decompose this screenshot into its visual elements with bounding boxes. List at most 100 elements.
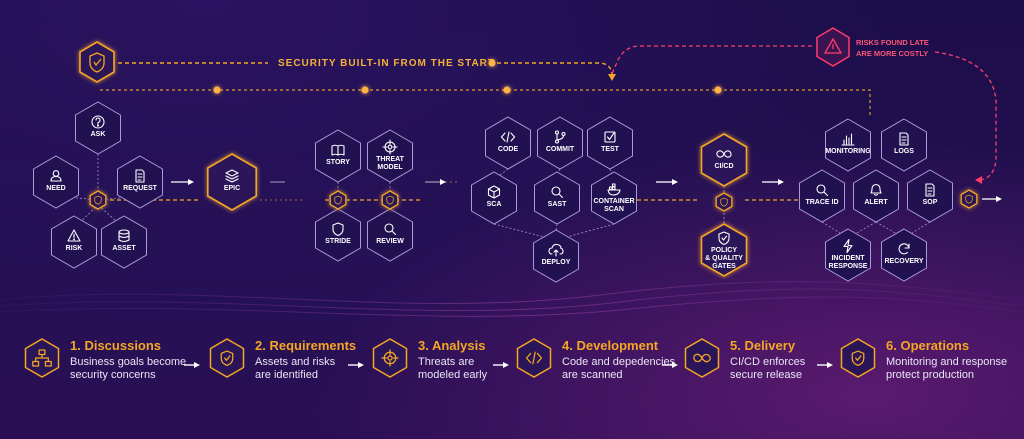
step-title: 2. Requirements	[255, 338, 357, 353]
flow-shield	[89, 190, 107, 210]
risk-warning: RISKS FOUND LATE ARE MORE COSTLY	[611, 27, 997, 184]
hex-label: TEST	[601, 146, 620, 153]
container-icon	[607, 183, 621, 196]
step-arrow	[184, 362, 200, 368]
hex-label: LOGS	[894, 148, 914, 155]
hex-label: CODE	[498, 146, 519, 153]
hex-label: EPIC	[224, 185, 240, 192]
hex-label: GATES	[712, 263, 736, 270]
cloud-upload-icon	[548, 243, 564, 257]
step-arrow	[493, 362, 509, 368]
infinity-icon	[693, 353, 711, 363]
step-hex	[684, 338, 720, 378]
bell-icon	[870, 183, 882, 196]
shield-check-icon	[220, 350, 234, 367]
hex-sop: SOP	[907, 169, 953, 223]
bar-chart-icon	[841, 133, 855, 146]
hex-label: STRIDE	[325, 238, 351, 245]
hex-label: DEPLOY	[542, 259, 571, 266]
hex-label: & QUALITY	[705, 255, 743, 262]
hex-risk: RISK	[51, 215, 97, 269]
step-description-line: Threats are	[418, 356, 475, 368]
step-description-line: are scanned	[562, 369, 623, 381]
step-title: 3. Analysis	[418, 338, 486, 353]
hex-label: ASSET	[112, 245, 136, 252]
shield-icon	[334, 195, 342, 205]
shield-icon	[965, 194, 973, 204]
hex-label: INCIDENT	[831, 255, 865, 262]
connector-line	[493, 168, 509, 181]
risk-note-line2: ARE MORE COSTLY	[856, 49, 928, 58]
hex-stride: STRIDE	[315, 208, 361, 262]
step-hex	[372, 338, 408, 378]
hex-label: SCA	[487, 201, 502, 208]
question-icon	[91, 115, 105, 129]
hex-ask: ASK	[75, 101, 121, 155]
flow-shield	[960, 189, 978, 209]
hex-label: ALERT	[864, 199, 888, 206]
hex-request: REQUEST	[117, 155, 163, 209]
code-icon	[500, 131, 516, 143]
shield-icon	[720, 197, 728, 207]
hex-label: SAST	[548, 201, 567, 208]
shield-check-icon	[718, 231, 730, 246]
hex-sca: SCA	[471, 171, 517, 225]
shield-icon	[386, 195, 394, 205]
hex-label: SCAN	[604, 206, 624, 213]
start-shield-hex	[79, 41, 115, 83]
database-icon	[118, 229, 130, 243]
hex-label: TRACE ID	[805, 199, 838, 206]
hex-label: ASK	[91, 131, 106, 138]
banner-text: SECURITY BUILT-IN FROM THE START	[278, 58, 495, 69]
step-arrow	[817, 362, 833, 368]
step-description-line: Assets and risks	[255, 356, 336, 368]
step-hex	[840, 338, 876, 378]
search-icon	[551, 186, 564, 199]
hex-test: TEST	[587, 116, 633, 170]
hex-label: SOP	[923, 199, 938, 206]
hex-story: STORY	[315, 129, 361, 183]
step-description-line: protect production	[886, 369, 975, 381]
user-icon	[50, 170, 62, 182]
hex-label: MONITORING	[825, 148, 871, 155]
hex-label: RESPONSE	[829, 263, 868, 270]
hex-review: REVIEW	[367, 208, 413, 262]
search-icon	[816, 184, 829, 197]
hex-label: RECOVERY	[884, 258, 923, 265]
step-description-line: secure release	[730, 369, 803, 381]
flow-shield	[329, 190, 347, 210]
flow-shield	[381, 190, 399, 210]
hex-label: COMMIT	[546, 146, 575, 153]
risk-note-line1: RISKS FOUND LATE	[856, 38, 929, 47]
step-description-line: are identified	[255, 369, 318, 381]
step-title: 1. Discussions	[70, 338, 162, 353]
hex-epic: EPIC	[206, 153, 258, 211]
shield-icon	[94, 195, 102, 205]
hex-monitoring: MONITORING	[825, 118, 871, 172]
flow-shields	[89, 189, 978, 212]
document-icon	[135, 169, 145, 183]
step-title: 5. Delivery	[730, 338, 796, 353]
hex-code: CODE	[485, 116, 531, 170]
hex-ci-cd: CI/CD	[700, 133, 748, 187]
bolt-icon	[843, 238, 853, 254]
hex-label: CONTAINER	[593, 198, 634, 205]
wave-band	[0, 281, 1024, 317]
hex-label: POLICY	[711, 247, 737, 254]
search-icon	[384, 223, 397, 236]
flow-shield	[715, 192, 733, 212]
hex-logs: LOGS	[881, 118, 927, 172]
step-title: 6. Operations	[886, 338, 970, 353]
step-description-line: Monitoring and response	[886, 356, 1008, 368]
hex-label: MODEL	[377, 164, 403, 171]
node-dot	[488, 59, 496, 67]
shield-icon	[332, 222, 344, 237]
